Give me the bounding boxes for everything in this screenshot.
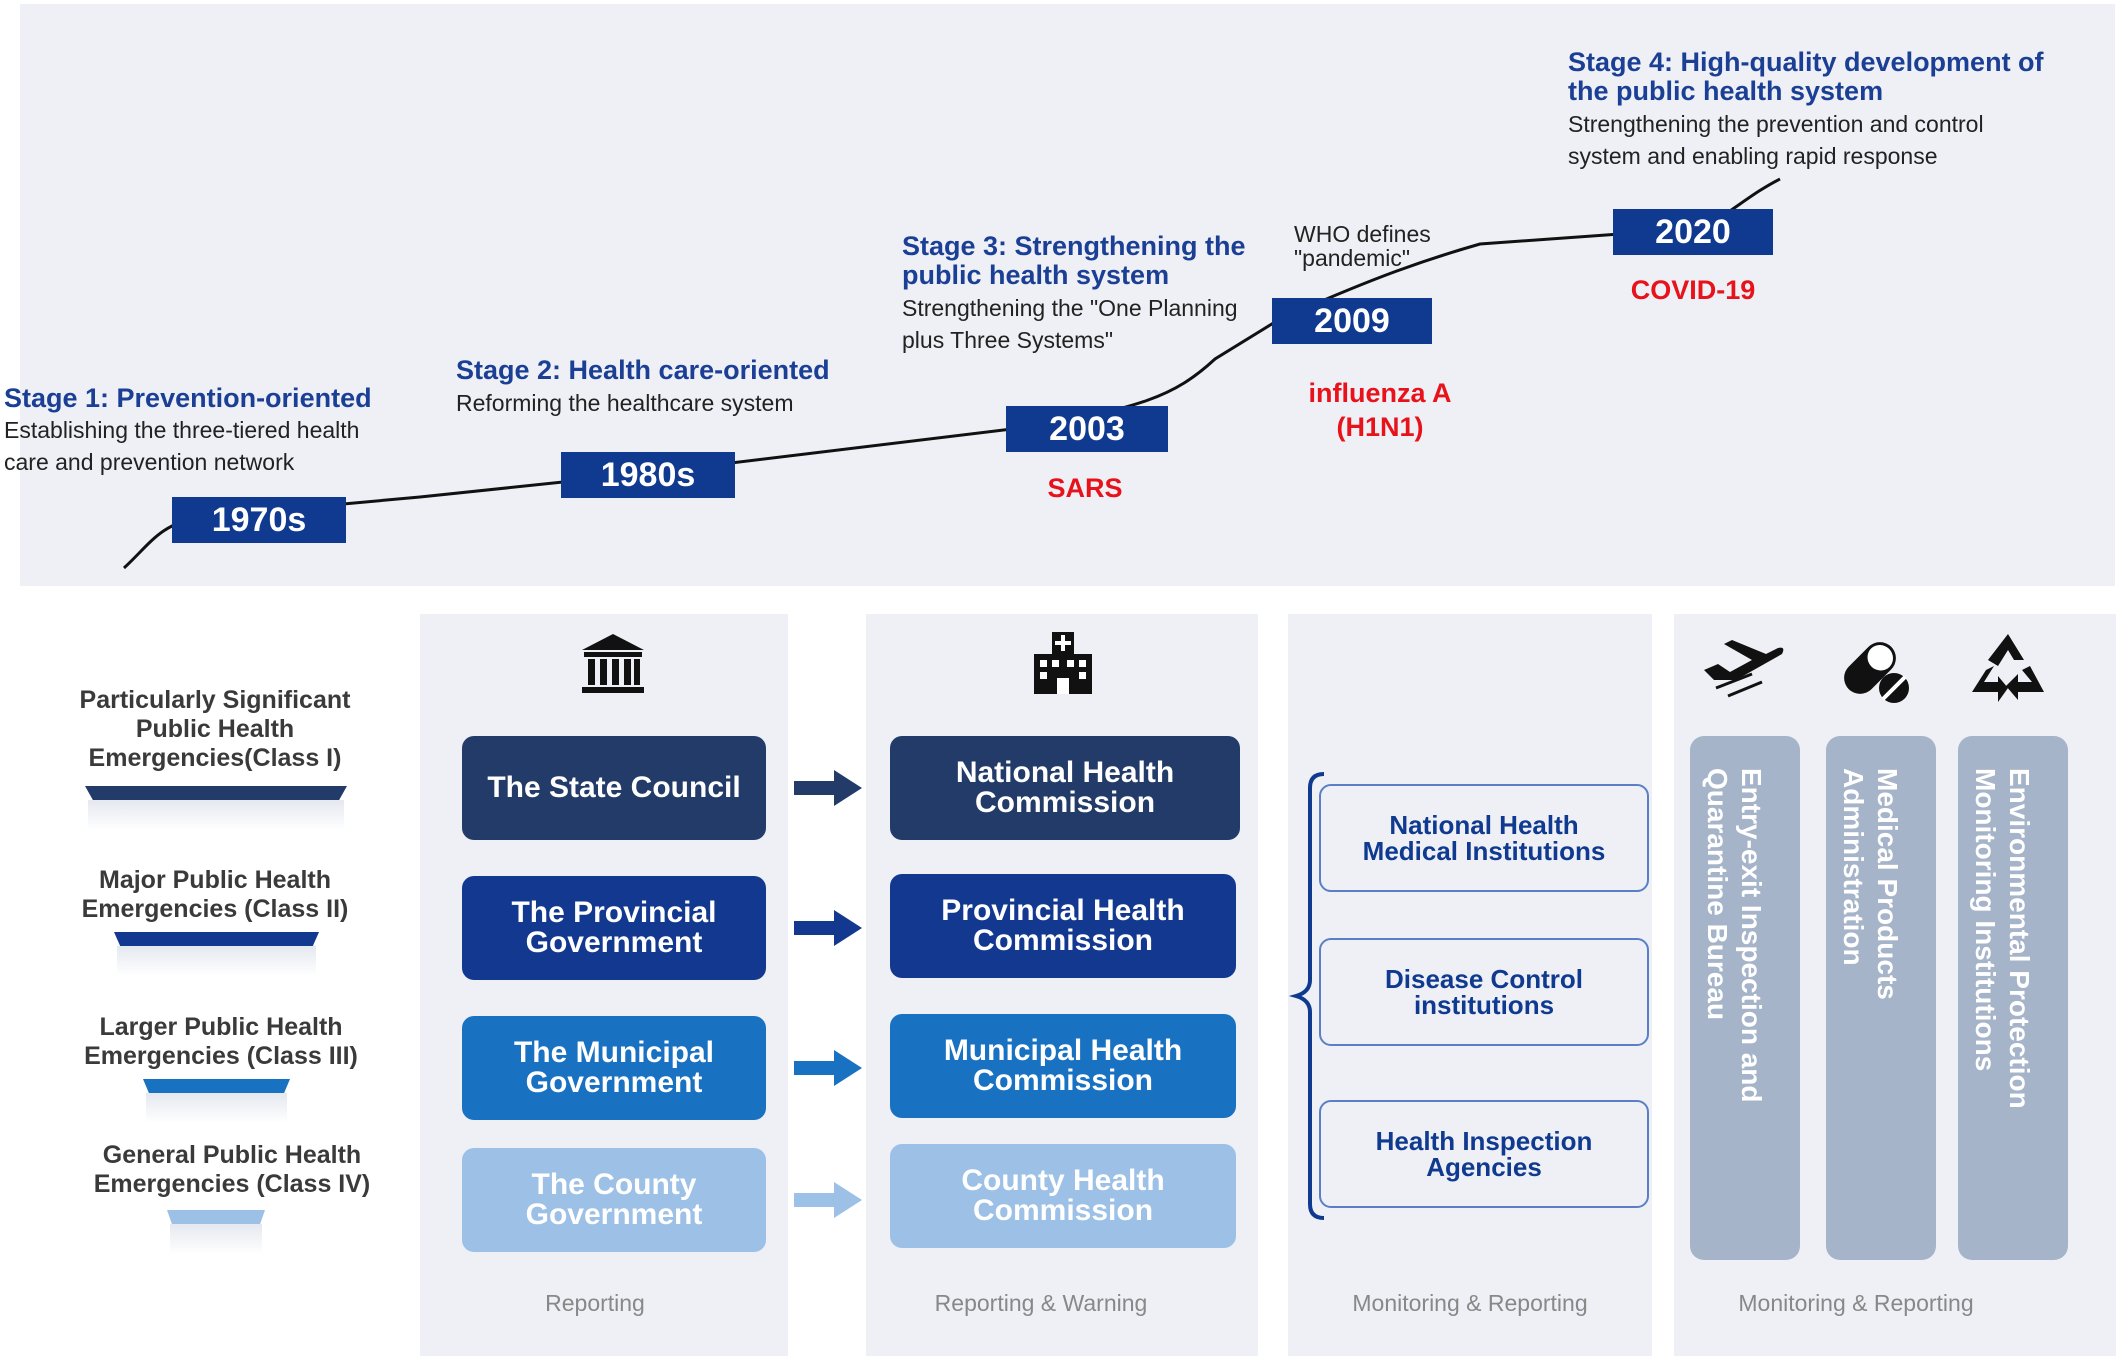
entry-exit-bureau-bar [1690, 736, 1800, 1260]
hospital-icon [1034, 632, 1092, 694]
stage-4-title: Stage 4: High-quality development of the… [1568, 47, 2044, 106]
year-2020: 2020 [1613, 209, 1773, 255]
class-3-bar [143, 1079, 290, 1093]
class-4-label: General Public Health Emergencies (Class… [93, 1141, 371, 1198]
arrow-right-icon [794, 770, 862, 806]
year-1980s: 1980s [561, 452, 735, 498]
stage-3-title: Stage 3: Strengthening the public health… [902, 231, 1246, 290]
year-2003: 2003 [1006, 406, 1168, 452]
bracket-icon [1288, 772, 1325, 1220]
class-2-label: Major Public Health Emergencies (Class I… [81, 866, 349, 923]
stage-3-desc: Strengthening the "One Planning plus Thr… [902, 295, 1238, 353]
airplane-icon [1704, 640, 1784, 698]
institutions-footer: Monitoring & Reporting [1352, 1290, 1588, 1316]
recycle-icon [1972, 634, 2044, 702]
year-2009: 2009 [1272, 298, 1432, 344]
event-sars: SARS [1047, 473, 1123, 503]
stage-4-desc: Strengthening the prevention and control… [1568, 111, 1984, 169]
arrow-right-icon [794, 1182, 862, 1218]
health-footer: Reporting & Warning [934, 1290, 1148, 1316]
pill-icon [1844, 642, 1909, 703]
class-2-bar [114, 932, 319, 946]
class-1-label: Particularly Significant Public Health E… [79, 686, 351, 772]
environmental-protection-label: Environmental Protection Monitoring Inst… [1970, 768, 2035, 1109]
government-footer: Reporting [545, 1290, 645, 1316]
class-3-shadow [146, 1093, 287, 1123]
class-2-shadow [117, 946, 316, 976]
class-4-bar [167, 1210, 265, 1224]
government-building-icon [582, 634, 644, 693]
event-h1n1: influenza A (H1N1) [1308, 378, 1452, 442]
class-3-label: Larger Public Health Emergencies (Class … [84, 1013, 358, 1070]
arrow-right-icon [794, 910, 862, 946]
stage-2-desc: Reforming the healthcare system [456, 390, 794, 416]
medical-products-admin-label: Medical Products Administration [1838, 768, 1903, 1000]
environmental-protection-bar [1958, 736, 2068, 1260]
class-1-shadow [88, 800, 344, 830]
stage-2-title: Stage 2: Health care-oriented [456, 355, 830, 385]
state-council-box: The State Council [462, 736, 766, 840]
entry-exit-bureau-label: Entry-exit Inspection and Quarantine Bur… [1702, 768, 1767, 1103]
year-1970s: 1970s [172, 497, 346, 543]
event-covid: COVID-19 [1630, 275, 1756, 305]
arrow-right-icon [794, 1050, 862, 1086]
medical-products-admin-bar [1826, 736, 1936, 1260]
timeline-panel: Stage 1: Prevention-oriented Establishin… [4, 4, 2115, 586]
stage-1-desc: Establishing the three-tiered health car… [4, 417, 360, 475]
class-1-bar [85, 786, 347, 800]
stage-1-title: Stage 1: Prevention-oriented [4, 383, 372, 413]
class-4-shadow [170, 1224, 262, 1254]
who-note: WHO defines "pandemic" [1294, 221, 1431, 271]
agencies-footer: Monitoring & Reporting [1738, 1290, 1974, 1316]
